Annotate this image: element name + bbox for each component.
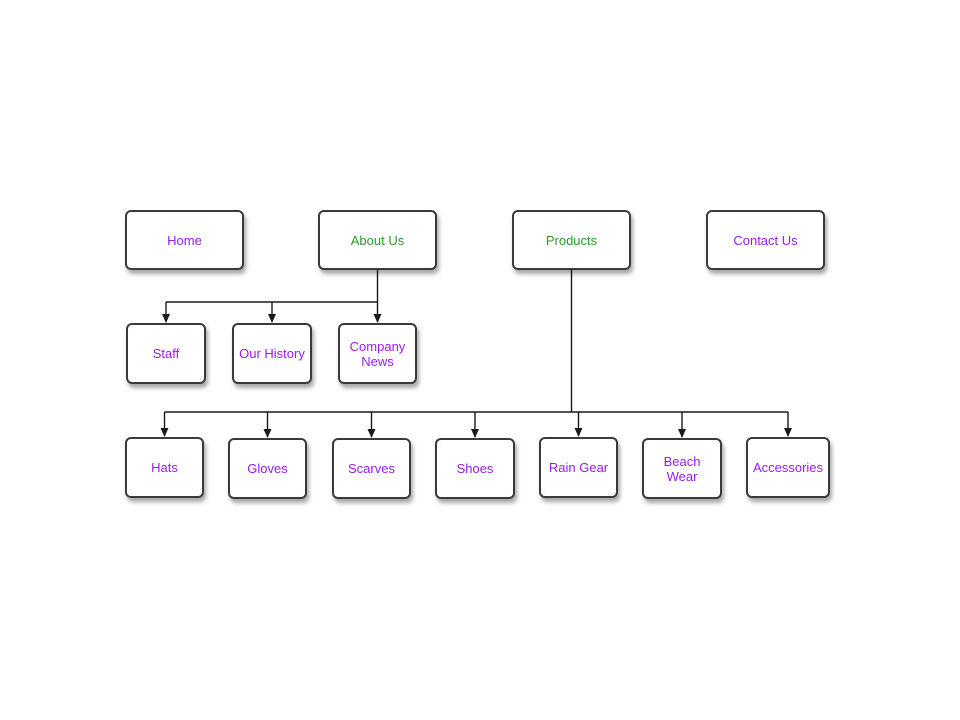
node-hats: Hats bbox=[125, 437, 204, 498]
node-about-us: About Us bbox=[318, 210, 437, 270]
arrowhead-shoes bbox=[471, 429, 479, 438]
node-gloves: Gloves bbox=[228, 438, 307, 499]
node-home: Home bbox=[125, 210, 244, 270]
node-shoes: Shoes bbox=[435, 438, 515, 499]
arrowhead-gloves bbox=[263, 429, 272, 438]
node-contact-us: Contact Us bbox=[706, 210, 825, 270]
arrowhead-staff bbox=[162, 314, 170, 323]
node-products: Products bbox=[512, 210, 631, 270]
node-rain-gear: Rain Gear bbox=[539, 437, 618, 498]
arrowhead-beach_wear bbox=[678, 429, 686, 438]
arrowhead-our_history bbox=[268, 314, 276, 323]
arrowhead-hats bbox=[160, 428, 169, 437]
arrowhead-company_news bbox=[373, 314, 382, 323]
node-scarves: Scarves bbox=[332, 438, 411, 499]
node-beach-wear: Beach Wear bbox=[642, 438, 722, 499]
node-accessories: Accessories bbox=[746, 437, 830, 498]
arrowhead-accessories bbox=[784, 428, 792, 437]
node-our-history: Our History bbox=[232, 323, 312, 384]
node-staff: Staff bbox=[126, 323, 206, 384]
arrowhead-rain_gear bbox=[574, 428, 583, 437]
arrowhead-scarves bbox=[367, 429, 376, 438]
node-company-news: Company News bbox=[338, 323, 417, 384]
